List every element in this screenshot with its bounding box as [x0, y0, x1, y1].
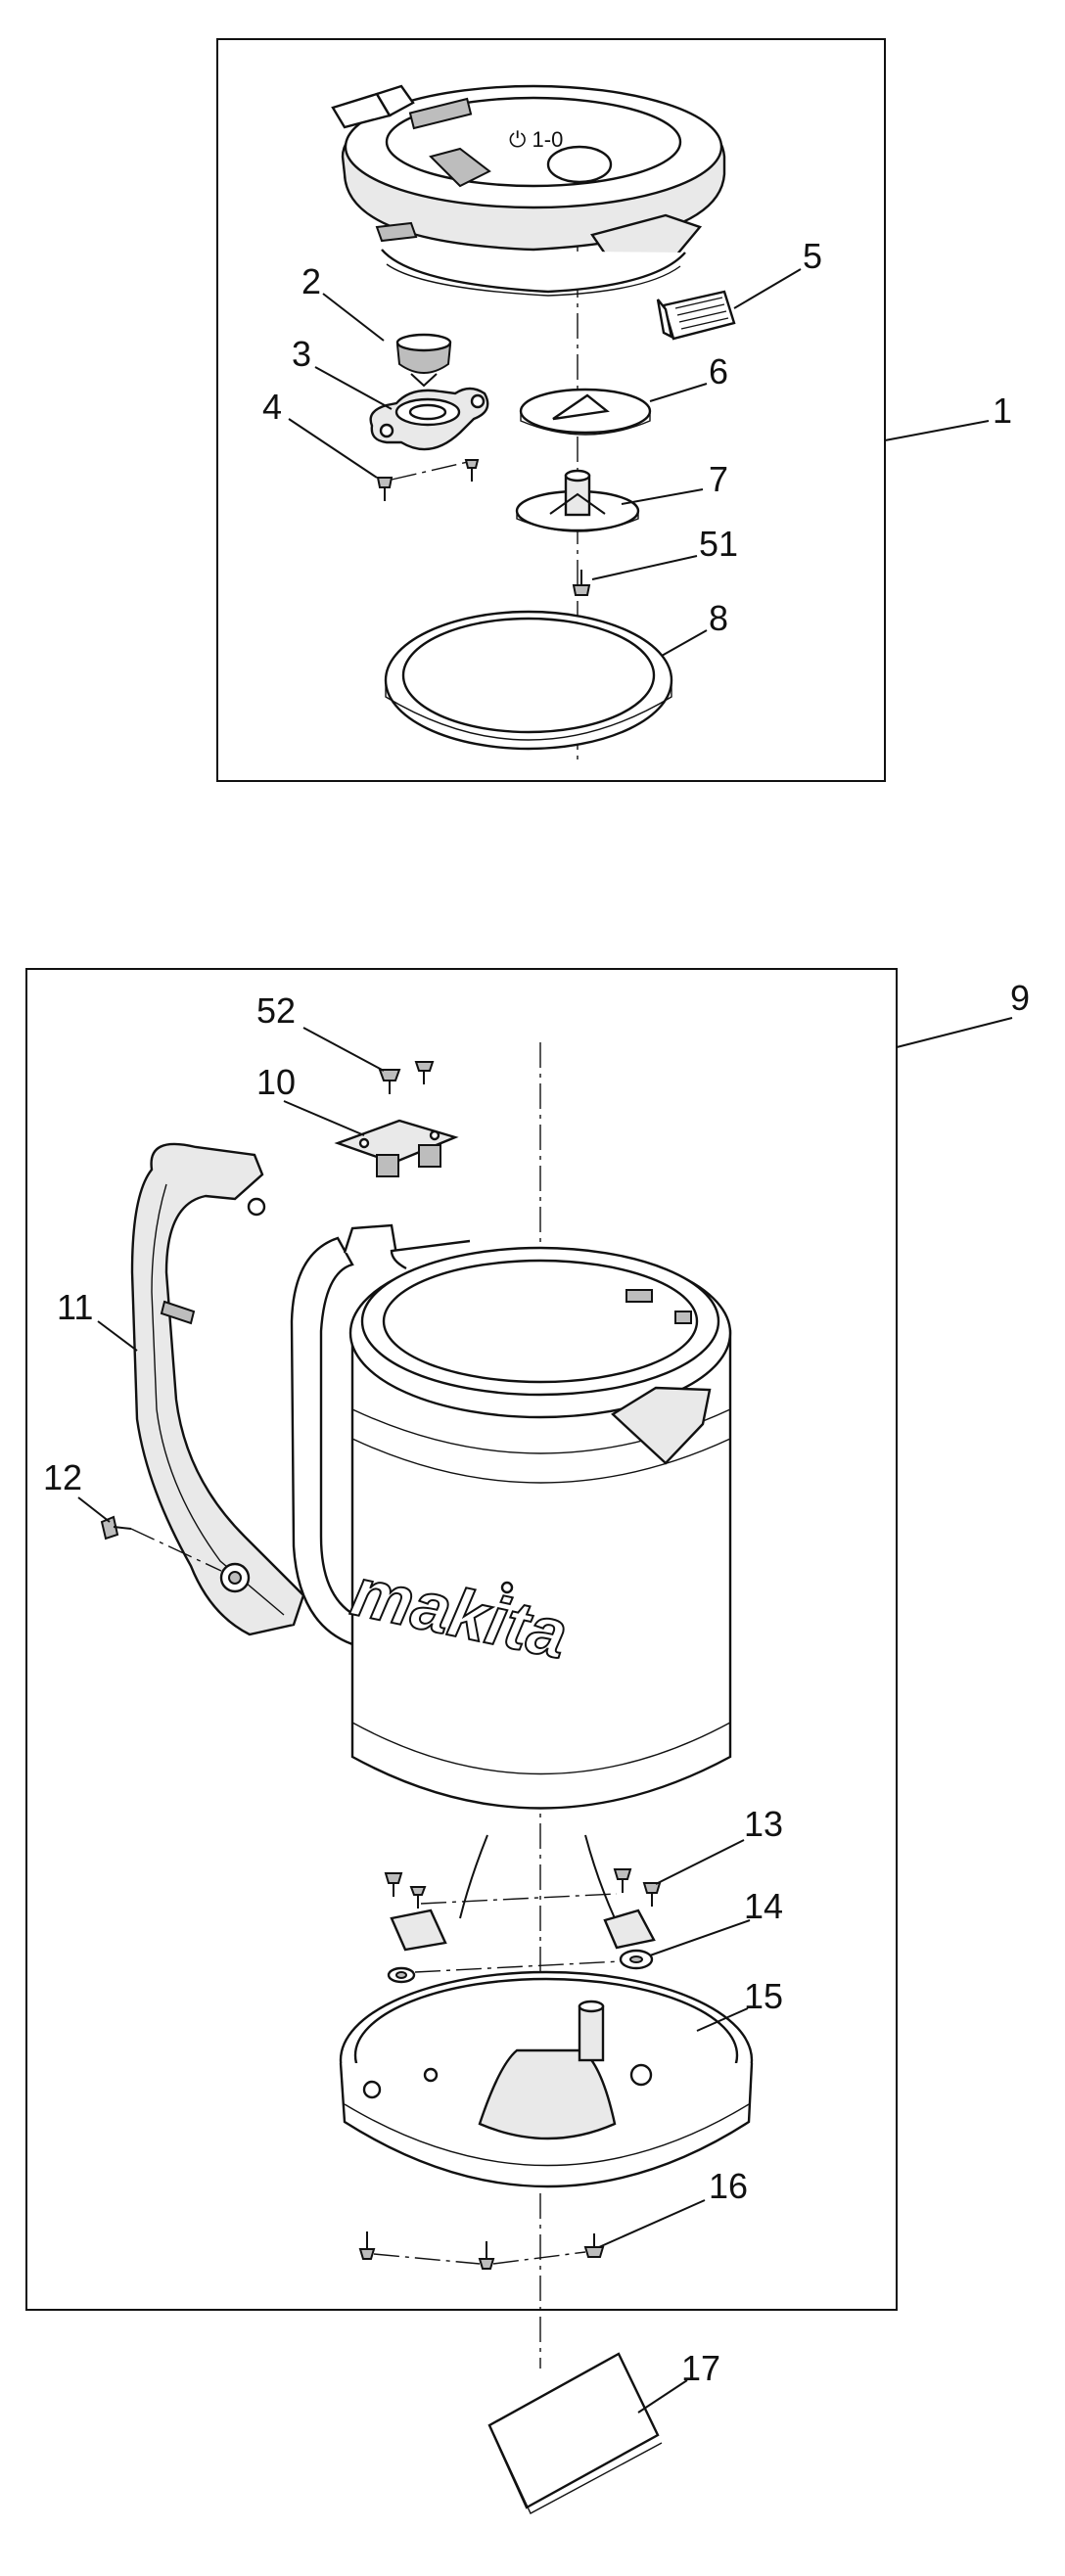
callout-52: 52 — [256, 990, 296, 1031]
callout-7: 7 — [709, 459, 728, 499]
lid-assembly-frame — [216, 38, 886, 782]
callout-1: 1 — [993, 391, 1012, 431]
part-51-screw — [572, 570, 591, 596]
callout-3: 3 — [292, 334, 311, 374]
part-15-base — [339, 1970, 754, 2188]
callout-10: 10 — [256, 1062, 296, 1102]
part-16-screws — [358, 2231, 605, 2270]
lid-assembly-group: ⏻ 1-0 — [216, 38, 886, 782]
part-17-label-card — [487, 2352, 663, 2514]
part-7-shaft — [515, 469, 640, 532]
callout-11: 11 — [57, 1287, 93, 1327]
callout-5: 5 — [803, 236, 822, 276]
callout-8: 8 — [709, 598, 728, 638]
part-3-bracket — [369, 387, 489, 451]
part-6-disc — [519, 388, 652, 436]
leader-lines — [77, 268, 1013, 2414]
callout-labels: 2 3 4 5 6 7 51 8 1 9 52 10 11 12 13 14 1… — [43, 236, 1030, 2388]
callout-4: 4 — [262, 387, 282, 427]
callout-13: 13 — [744, 1804, 783, 1844]
callout-2: 2 — [301, 261, 321, 301]
part-8-gasket — [384, 610, 673, 751]
part-10-bracket — [334, 1119, 459, 1177]
callout-17: 17 — [681, 2348, 720, 2388]
callout-12: 12 — [43, 1457, 82, 1497]
kettle-assembly-group: makita — [25, 968, 898, 2369]
part-13-terminals — [384, 1868, 662, 1952]
part-2-button — [395, 333, 452, 388]
kettle-body: makita — [290, 1223, 732, 1919]
part-12-screw — [100, 1515, 222, 1572]
callout-9: 9 — [1010, 978, 1030, 1018]
part-4-screws — [376, 459, 480, 501]
callout-15: 15 — [744, 1976, 783, 2016]
part-14-washers — [387, 1949, 654, 1984]
callout-51: 51 — [699, 524, 738, 564]
callout-6: 6 — [709, 351, 728, 391]
part-52-screws — [378, 1061, 435, 1094]
part-5-filter — [656, 290, 736, 341]
svg-text:⏻ 1-0: ⏻ 1-0 — [509, 127, 563, 152]
lid-part: ⏻ 1-0 — [331, 84, 726, 297]
callout-14: 14 — [744, 1886, 783, 1926]
kettle-assembly-frame — [25, 968, 898, 2311]
callout-16: 16 — [709, 2166, 748, 2206]
part-11-handle-cover — [130, 1142, 305, 1636]
